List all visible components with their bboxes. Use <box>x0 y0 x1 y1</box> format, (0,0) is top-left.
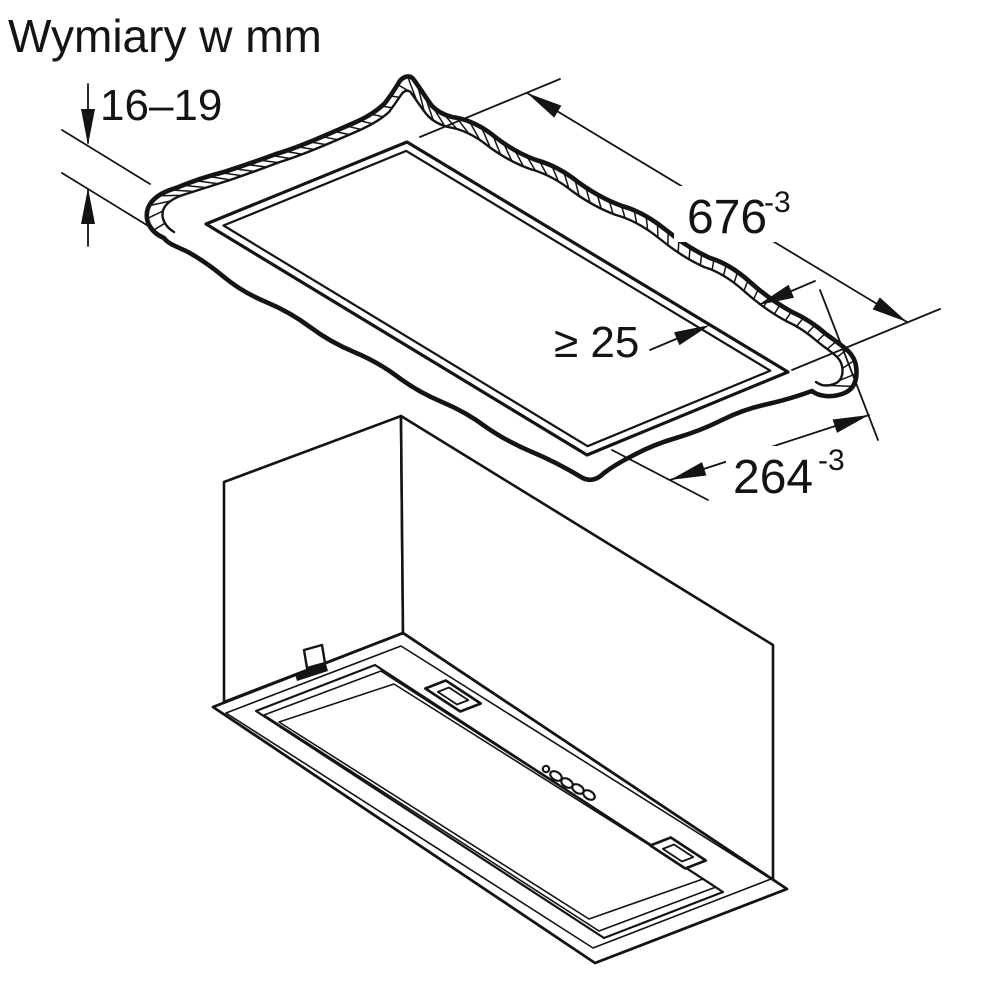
dimension-cutout-width: 264 -3 <box>611 289 879 504</box>
latch-front-outer <box>423 679 483 713</box>
latch-front-inner <box>436 686 470 706</box>
width-extension-line-left <box>611 449 709 501</box>
panel-torn-outline <box>144 74 859 483</box>
width-tolerance-label: -3 <box>818 444 845 477</box>
arrow-downleft-icon <box>758 284 794 305</box>
thickness-label: 16–19 <box>100 81 222 130</box>
length-label-mask <box>674 186 806 242</box>
cutout-opening-inner <box>222 149 772 448</box>
arrow-down-icon <box>81 109 95 145</box>
arrow-upright-icon <box>674 325 710 346</box>
length-tolerance-label: -3 <box>764 186 791 219</box>
thickness-extension-line-bottom <box>61 172 151 228</box>
power-cord-base <box>295 664 328 681</box>
cabinet-cutout-drawing <box>144 74 859 483</box>
arrow-up-icon <box>81 188 95 224</box>
filter-recess-inner <box>263 670 717 932</box>
arrow-downright-icon <box>872 297 907 322</box>
arrow-upright2-icon <box>832 415 869 433</box>
light-button-icon <box>582 789 596 801</box>
length-extension-line-lower <box>791 308 941 371</box>
power-cord-plate <box>302 643 327 670</box>
dimension-cutout-length: 676 -3 <box>419 78 941 371</box>
length-extension-line-upper <box>419 78 561 138</box>
filter-latch-front <box>423 679 483 713</box>
thickness-extension-line-top <box>61 129 151 185</box>
panel-edge-hatching <box>146 76 857 388</box>
latch-rear-inner <box>661 843 695 863</box>
cutout-opening-outer <box>204 140 790 457</box>
dimension-panel-thickness: 16–19 <box>61 81 222 247</box>
min-distance-label: ≥ 25 <box>554 318 639 367</box>
hood-flange-inner-rim <box>225 645 772 949</box>
hood-isometric-drawing <box>211 414 789 965</box>
filter-latch-rear <box>648 836 708 870</box>
latch-rear-outer <box>648 836 708 870</box>
dimension-annotations: 16–19 676 -3 ≥ 25 <box>61 78 941 504</box>
dimension-min-distance: ≥ 25 <box>554 280 816 367</box>
width-label-mask <box>726 446 868 502</box>
page-title: Wymiary w mm <box>8 10 322 62</box>
arrow-downleft2-icon <box>670 462 707 480</box>
length-label: 676 <box>687 191 767 244</box>
filter-panel-edge <box>278 683 704 920</box>
width-label: 264 <box>733 451 813 504</box>
arrow-upleft-icon <box>527 93 562 118</box>
power-cord-icon <box>295 643 328 681</box>
control-buttons <box>541 764 596 801</box>
power-button-icon <box>541 764 551 774</box>
